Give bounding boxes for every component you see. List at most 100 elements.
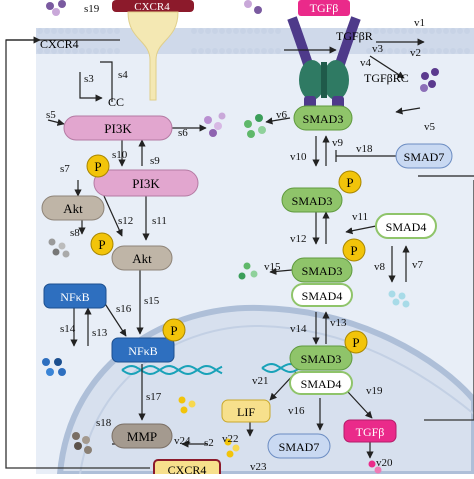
label-s13: s13 (92, 327, 108, 339)
membrane-bead (443, 48, 449, 54)
membrane-bead (387, 48, 393, 54)
node-akt-phospho: Akt (111, 245, 173, 271)
membrane-bead (219, 48, 225, 54)
label-v9: v9 (332, 137, 344, 149)
smad4-a-label: SMAD4 (386, 220, 427, 234)
molecule-dots (42, 0, 439, 474)
label-v22: v22 (222, 433, 239, 445)
membrane-bead (387, 28, 393, 34)
node-smad3-a: SMAD3 (293, 105, 353, 131)
membrane-bead (254, 48, 260, 54)
label-v16: v16 (288, 405, 305, 417)
node-smad3-smad4-nuclear: SMAD3 SMAD4 (289, 345, 353, 395)
membrane-bead (233, 28, 239, 34)
smad3-d-label: SMAD3 (301, 352, 342, 366)
node-nfkb: NFκB (43, 283, 107, 309)
label-s15: s15 (144, 295, 160, 307)
label-s18: s18 (96, 417, 112, 429)
label-v21: v21 (252, 375, 269, 387)
membrane-bead (408, 28, 414, 34)
label-s14: s14 (60, 323, 76, 335)
cc-label: CC (108, 95, 124, 109)
svg-text:P: P (352, 335, 359, 350)
label-s12: s12 (118, 215, 133, 227)
tgfbr-label: TGFβR (336, 29, 373, 43)
node-lif: LIF (221, 399, 271, 423)
membrane-bead (450, 28, 456, 34)
cxcr4-bottom-label: CXCR4 (168, 463, 207, 474)
membrane-bead (198, 28, 204, 34)
node-smad3-b: SMAD3 (281, 187, 343, 213)
membrane-bead (107, 48, 113, 54)
membrane-bead (212, 48, 218, 54)
label-s7: s7 (60, 163, 70, 175)
membrane-bead (373, 28, 379, 34)
label-v19: v19 (366, 385, 383, 397)
membrane-bead (464, 28, 470, 34)
membrane-bead (198, 48, 204, 54)
membrane-bead (254, 28, 260, 34)
nfkb-label: NFκB (60, 290, 89, 304)
label-v11: v11 (352, 211, 368, 223)
membrane-bead (380, 48, 386, 54)
membrane-bead (450, 48, 456, 54)
membrane-bead (72, 48, 78, 54)
tgfbrc-label: TGFβRC (364, 71, 409, 85)
membrane-bead (261, 28, 267, 34)
smad3-b-label: SMAD3 (292, 194, 333, 208)
membrane-bead (247, 48, 253, 54)
membrane-bead (415, 48, 421, 54)
membrane-bead (275, 48, 281, 54)
membrane-bead (415, 28, 421, 34)
cxcr4-membrane-label: CXCR4 (40, 37, 79, 51)
node-akt: Akt (41, 195, 105, 221)
label-s19: s19 (84, 3, 100, 15)
label-v20: v20 (376, 457, 393, 469)
membrane-bead (44, 48, 50, 54)
label-s9: s9 (150, 155, 160, 167)
membrane-bead (37, 28, 43, 34)
membrane-bead (191, 28, 197, 34)
cxcr4-top-label: CXCR4 (134, 1, 170, 13)
label-v3: v3 (372, 43, 384, 55)
membrane-bead (443, 28, 449, 34)
label-v7: v7 (412, 259, 424, 271)
smad4-c-label: SMAD4 (301, 377, 342, 391)
akt-phospho-label: Akt (132, 251, 152, 266)
membrane-bead (380, 28, 386, 34)
membrane-bead (107, 28, 113, 34)
smad3-c-label: SMAD3 (302, 264, 343, 278)
node-mmp: MMP (111, 423, 173, 449)
tgfb-feedback-line (424, 180, 474, 421)
label-v18: v18 (356, 143, 373, 155)
label-v14: v14 (290, 323, 307, 335)
connectors (6, 36, 474, 459)
svg-text:P: P (350, 243, 357, 258)
membrane-bead (100, 28, 106, 34)
smad7-bottom-label: SMAD7 (279, 440, 320, 454)
label-v13: v13 (330, 317, 347, 329)
membrane-bead (240, 28, 246, 34)
dna-helix-left (121, 364, 223, 376)
label-v12: v12 (290, 233, 307, 245)
label-s3: s3 (84, 73, 94, 85)
membrane-bead (464, 48, 470, 54)
pi3k-phospho-label: PI3K (132, 176, 160, 191)
phospho-badge: P (338, 170, 362, 194)
membrane-bead (268, 28, 274, 34)
label-s4: s4 (118, 69, 128, 81)
tgfb-bottom-label: TGFβ (356, 425, 385, 439)
phospho-badge: P (86, 154, 110, 178)
membrane-bead (58, 28, 64, 34)
label-v1: v1 (414, 17, 425, 29)
membrane-bead (212, 28, 218, 34)
phospho-badge: P (90, 232, 114, 256)
svg-text:P: P (98, 237, 105, 252)
membrane-bead (58, 48, 64, 54)
nucleus-inner-membrane (79, 324, 474, 475)
label-v4: v4 (360, 57, 372, 69)
membrane-bead (457, 28, 463, 34)
membrane-bead (457, 48, 463, 54)
node-smad7-bottom: SMAD7 (267, 433, 331, 459)
label-s2: s2 (204, 437, 214, 449)
